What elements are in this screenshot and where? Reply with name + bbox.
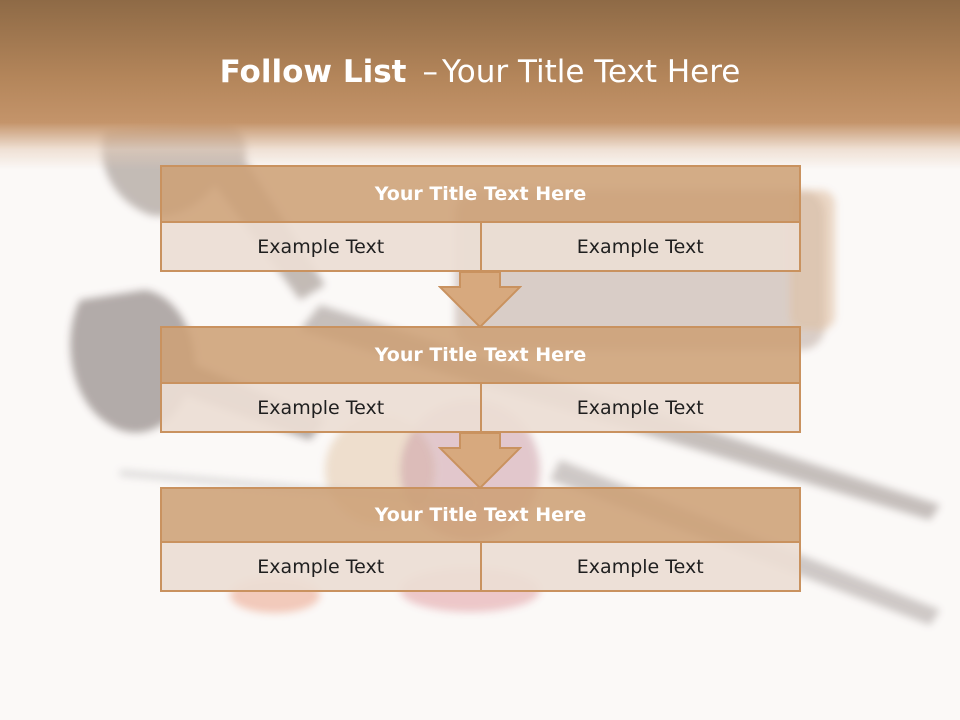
list-block-2: Your Title Text Here Example Text Exampl… [160, 326, 801, 433]
slide-title: Follow List–Your Title Text Here [0, 54, 960, 90]
list-block-3: Your Title Text Here Example Text Exampl… [160, 487, 801, 592]
title-separator: – [422, 54, 438, 90]
block-row: Example Text Example Text [160, 384, 801, 433]
block-row: Example Text Example Text [160, 543, 801, 592]
title-rest: Your Title Text Here [441, 54, 741, 90]
down-arrow-icon [438, 432, 522, 490]
list-block-1: Your Title Text Here Example Text Exampl… [160, 165, 801, 272]
block-title: Your Title Text Here [160, 165, 801, 223]
block-cell-right: Example Text [481, 223, 801, 272]
block-title: Your Title Text Here [160, 487, 801, 543]
block-cell-left: Example Text [160, 384, 482, 433]
down-arrow-icon [438, 271, 522, 329]
block-cell-left: Example Text [160, 543, 482, 592]
block-row: Example Text Example Text [160, 223, 801, 272]
block-cell-left: Example Text [160, 223, 482, 272]
header-band [0, 0, 960, 170]
block-cell-right: Example Text [481, 543, 801, 592]
block-title: Your Title Text Here [160, 326, 801, 384]
title-bold: Follow List [219, 54, 407, 90]
block-cell-right: Example Text [481, 384, 801, 433]
